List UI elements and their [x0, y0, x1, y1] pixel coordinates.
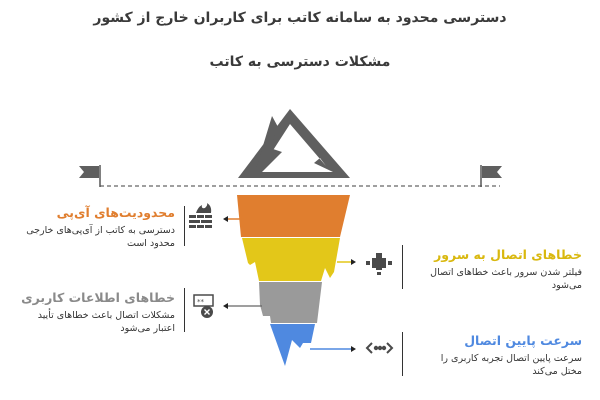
- arrow-credential-errors: [223, 303, 262, 309]
- right-flag-icon: [480, 165, 502, 187]
- item-title: خطاهای اتصال به سرور: [434, 247, 582, 262]
- svg-text:**: **: [197, 298, 205, 306]
- item-description: سرعت پایین اتصال تجربه کاربری را مختل می…: [440, 353, 582, 377]
- layer-ip-restrictions: [237, 195, 350, 237]
- network-nodes-icon: [366, 253, 392, 275]
- item-description: فیلتر شدن سرور باعث خطاهای اتصال می‌شود: [430, 267, 582, 291]
- left-flag-icon: [79, 165, 101, 187]
- item-title: خطاهای اطلاعات کاربری: [21, 290, 175, 305]
- password-error-icon: **: [193, 294, 214, 318]
- divider-speed: [402, 332, 403, 376]
- arrow-slow-connection: [310, 346, 356, 352]
- layer-credential-errors: [259, 282, 322, 323]
- firewall-icon: [189, 203, 212, 228]
- item-ip-restrictions: محدودیت‌های آی‌پی دسترسی به کاتب از آی‌پ…: [5, 205, 175, 250]
- divider-credentials: [184, 288, 185, 332]
- diagram-subtitle: مشکلات دسترسی به کاتب: [209, 54, 391, 70]
- item-slow-connection: سرعت پایین اتصال سرعت پایین اتصال تجربه …: [407, 333, 582, 378]
- item-title: سرعت پایین اتصال: [464, 333, 582, 348]
- item-description: دسترسی به کاتب از آی‌پی‌های خارجی محدود …: [26, 225, 175, 249]
- item-server-errors: خطاهای اتصال به سرور فیلتر شدن سرور باعث…: [407, 247, 582, 292]
- divider-ip: [184, 206, 185, 246]
- item-credential-errors: خطاهای اطلاعات کاربری مشکلات اتصال باعث …: [5, 290, 175, 335]
- layer-slow-connection: [270, 324, 315, 366]
- divider-server: [402, 245, 403, 289]
- layer-server-errors: [242, 238, 340, 281]
- mountain-icon: [238, 109, 350, 178]
- page-title: دسترسی محدود به سامانه کاتب برای کاربران…: [93, 10, 507, 26]
- item-title: محدودیت‌های آی‌پی: [56, 205, 175, 220]
- arrow-ip-restrictions: [223, 216, 240, 222]
- item-description: مشکلات اتصال باعث خطاهای تأیید اعتبار می…: [37, 310, 175, 334]
- code-dots-icon: [365, 342, 394, 354]
- arrow-server-errors: [337, 259, 356, 265]
